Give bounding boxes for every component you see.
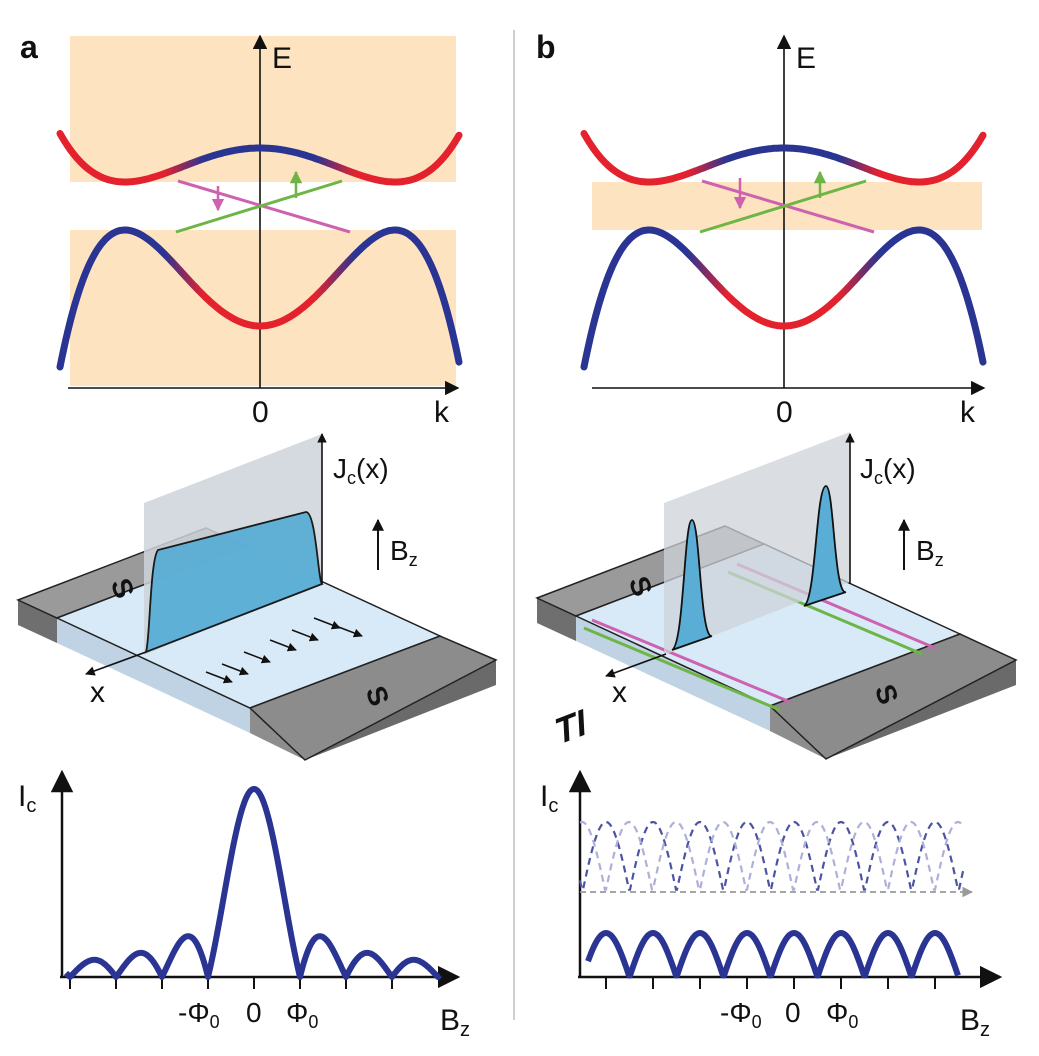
bulk-band-region-lower	[70, 230, 456, 386]
panel-label-a: a	[20, 29, 38, 65]
tick-marks-b	[605, 977, 936, 989]
momentum-zero-label: 0	[252, 396, 269, 429]
contact-right-top-b	[768, 633, 1018, 760]
conduction-band-b	[580, 130, 987, 186]
conduction-band	[56, 130, 463, 186]
x-axis-label-b: x	[612, 676, 627, 709]
ic-axis-label-a: Ic	[18, 780, 36, 817]
device-a: S S x Jc(x) Bz	[16, 433, 498, 761]
valence-band-b	[580, 226, 987, 371]
current-profile-plane-b	[664, 432, 850, 655]
field-label-b: Bz	[916, 535, 944, 570]
interference-pattern-a: Ic Bz -Φ0 0 Φ0	[18, 769, 470, 1041]
energy-axis-label: E	[272, 42, 292, 75]
edge-state-green	[175, 179, 343, 234]
panel-a: a E k 0 S	[16, 29, 498, 1041]
dashed-pattern-light	[579, 820, 965, 891]
field-label: Bz	[390, 535, 418, 570]
band-structure-b: E k 0	[580, 34, 987, 429]
energy-axis-label-b: E	[796, 42, 816, 75]
x-axis-label: x	[90, 676, 105, 709]
ti-label: TI	[555, 700, 587, 753]
substrate-front-face	[57, 618, 250, 733]
panel-label-b: b	[536, 29, 556, 65]
current-flow-arrows	[205, 617, 363, 684]
tick-label-zero-a: 0	[246, 997, 262, 1028]
contact-left-side-b	[537, 598, 576, 641]
current-distribution	[144, 511, 324, 654]
bz-axis-label-a: Bz	[440, 1004, 470, 1041]
interference-pattern-b: Ic Bz -Φ0 0 Φ0	[540, 769, 1003, 1041]
momentum-axis-label-b: k	[960, 396, 976, 429]
panel-b: b E k 0	[535, 29, 1018, 1041]
edge-state-green-b	[699, 179, 867, 234]
dashed-pattern-dark	[578, 820, 966, 891]
current-density-label: Jc(x)	[333, 453, 389, 488]
edge-channel-pink-front	[591, 618, 791, 704]
current-density-label-b: Jc(x)	[860, 453, 916, 488]
ic-axis-label-b: Ic	[540, 780, 558, 817]
x-axis	[85, 651, 147, 676]
momentum-axis-label: k	[434, 396, 450, 429]
valence-band	[56, 226, 463, 371]
contact-right-top	[248, 635, 498, 761]
bulk-band-region-upper	[70, 36, 456, 182]
momentum-zero-label-b: 0	[776, 396, 793, 429]
tick-label-zero-b: 0	[785, 997, 801, 1028]
device-b: S S TI x Jc(x) Bz	[535, 432, 1018, 760]
edge-channel-green-front	[583, 626, 781, 712]
contact-left-side	[18, 600, 57, 643]
tick-label-pos-flux-a: Φ0	[286, 997, 318, 1032]
bz-axis-label-b: Bz	[960, 1004, 990, 1041]
tick-label-neg-flux-a: -Φ0	[178, 997, 220, 1032]
tick-label-neg-flux-b: -Φ0	[720, 997, 762, 1032]
squid-pattern	[585, 930, 961, 979]
tick-label-pos-flux-b: Φ0	[826, 997, 858, 1032]
fraunhofer-pattern	[63, 786, 443, 980]
band-structure-a: E k 0	[56, 34, 463, 429]
edge-current-peak-front	[671, 519, 713, 651]
x-axis-b	[605, 653, 667, 678]
edge-current-peak-back	[803, 485, 847, 607]
